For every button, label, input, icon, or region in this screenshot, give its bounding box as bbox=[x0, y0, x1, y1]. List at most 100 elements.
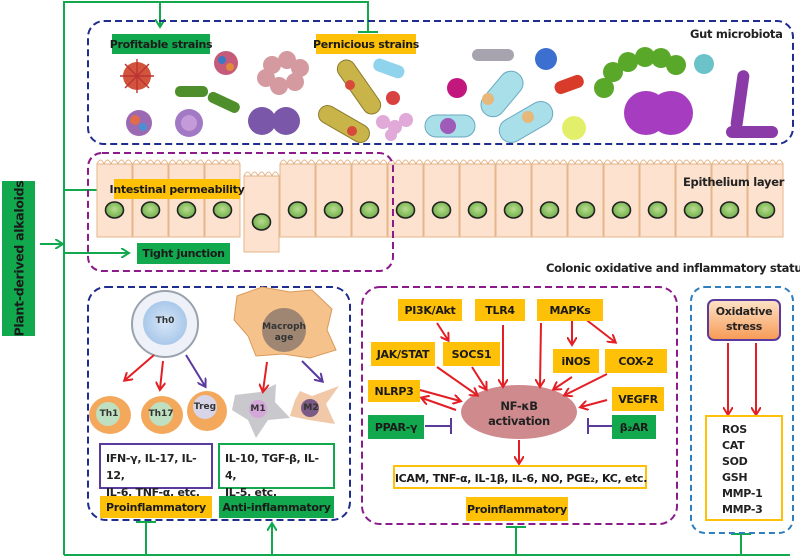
nfkb-region bbox=[361, 286, 678, 525]
cell-nucleus bbox=[251, 213, 272, 231]
microvilli bbox=[96, 159, 133, 166]
microvilli bbox=[639, 159, 676, 166]
microvilli bbox=[315, 159, 352, 166]
marker-mmp3: MMP-3 bbox=[722, 503, 763, 516]
cell-nucleus bbox=[212, 201, 233, 219]
cell-nucleus bbox=[575, 201, 596, 219]
microvilli bbox=[387, 159, 424, 166]
tight-junction-label: Tight junction bbox=[137, 243, 230, 264]
cell-nucleus bbox=[539, 201, 560, 219]
oxidative-arrows bbox=[728, 343, 756, 414]
marker-sod: SOD bbox=[722, 455, 748, 468]
th17-cell bbox=[141, 396, 183, 434]
tlr4-node: TLR4 bbox=[475, 299, 525, 321]
epithelium-layer-title: Epithelium layer bbox=[683, 175, 785, 189]
th0-cell bbox=[131, 290, 199, 358]
epithelial-cell bbox=[603, 163, 640, 238]
nfkb-arrows bbox=[420, 317, 615, 463]
cell-nucleus bbox=[140, 201, 161, 219]
pro-cytokines-text: IFN-γ, IL-17, IL-12, IL-6, TNF-α, etc. bbox=[100, 445, 214, 499]
marker-ros: ROS bbox=[722, 423, 747, 436]
alkaloid-connector-lines bbox=[40, 1, 790, 556]
epithelial-cell bbox=[243, 175, 280, 253]
macrophage-text: Macroph age bbox=[262, 322, 306, 343]
marker-gsh: GSH bbox=[722, 471, 748, 484]
microvilli bbox=[204, 159, 241, 166]
nfkb-line2: activation bbox=[488, 414, 550, 428]
pro-cytokine-box bbox=[99, 443, 213, 489]
epithelial-cell bbox=[639, 163, 676, 238]
oxidative-stress-label: Oxidative stress bbox=[708, 304, 780, 334]
profitable-strains-label: Profitable strains bbox=[110, 34, 213, 54]
nfkb-inhibitors bbox=[425, 418, 612, 434]
pi3k-akt-node: PI3K/Akt bbox=[398, 299, 462, 321]
anti-cytokine-box bbox=[218, 443, 335, 489]
epithelial-cell bbox=[423, 163, 460, 238]
macrophage-cell bbox=[233, 286, 337, 359]
cox2-node: COX-2 bbox=[605, 349, 667, 373]
microvilli bbox=[459, 159, 496, 166]
cell-nucleus bbox=[176, 201, 197, 219]
cell-nucleus bbox=[755, 201, 776, 219]
cell-nucleus bbox=[611, 201, 632, 219]
cell-nucleus bbox=[503, 201, 524, 219]
anti-cytokines-line1: IL-10, TGF-β, IL-4, bbox=[225, 452, 319, 482]
cell-nucleus bbox=[683, 201, 704, 219]
nfkb-line1: NF-κB bbox=[500, 399, 538, 413]
cell-nucleus bbox=[104, 201, 125, 219]
anti-cytokines-text: IL-10, TGF-β, IL-4, IL-5, etc. bbox=[219, 445, 335, 499]
microvilli bbox=[603, 159, 640, 166]
epithelium-cells bbox=[96, 159, 784, 253]
immune-arrows bbox=[125, 354, 322, 391]
epithelial-cell bbox=[351, 163, 388, 238]
m2-cell bbox=[290, 386, 339, 424]
immune-region bbox=[87, 286, 351, 521]
microbe-illustrations bbox=[120, 47, 778, 143]
epithelial-cell bbox=[279, 163, 316, 238]
microvilli bbox=[495, 159, 532, 166]
marker-cat: CAT bbox=[722, 439, 745, 452]
anti-cytokines-line2: IL-5, etc. bbox=[225, 486, 277, 499]
cell-nucleus bbox=[323, 201, 344, 219]
vegfr-node: VEGFR bbox=[612, 387, 664, 411]
epithelial-cell bbox=[531, 163, 568, 238]
treg-label: Treg bbox=[193, 402, 217, 412]
socs1-node: SOCS1 bbox=[443, 342, 500, 366]
microvilli bbox=[351, 159, 388, 166]
nfkb-activation-label: NF-κB activation bbox=[479, 399, 559, 429]
epithelial-cell bbox=[204, 163, 241, 238]
th0-label: Th0 bbox=[155, 316, 175, 326]
cell-nucleus bbox=[719, 201, 740, 219]
gut-microbiota-title: Gut microbiota bbox=[690, 27, 783, 41]
microvilli bbox=[675, 159, 712, 166]
intestinal-permeability-label: Intestinal permeability bbox=[110, 179, 245, 199]
mapks-node: MAPKs bbox=[537, 299, 603, 321]
m2-label: M2 bbox=[303, 403, 319, 413]
epithelial-cell bbox=[96, 163, 133, 238]
epithelial-cell bbox=[315, 163, 352, 238]
microvilli bbox=[243, 171, 280, 178]
epithelial-cell bbox=[168, 163, 205, 238]
oxidative-stress-node bbox=[707, 299, 781, 341]
epithelial-cell bbox=[495, 163, 532, 238]
pro-cytokines-line1: IFN-γ, IL-17, IL-12, bbox=[106, 452, 197, 482]
oxidative-markers-list: ROS CAT SOD GSH MMP-1 MMP-3 bbox=[722, 422, 763, 518]
epithelial-cell bbox=[747, 163, 784, 238]
pro-cytokines-line2: IL-6, TNF-α, etc. bbox=[106, 486, 200, 499]
microvilli bbox=[531, 159, 568, 166]
nfkb-proinflammatory-label: Proinflammatory bbox=[466, 497, 568, 521]
gut-microbiota-region bbox=[87, 20, 794, 145]
marker-mmp1: MMP-1 bbox=[722, 487, 763, 500]
cell-nucleus bbox=[467, 201, 488, 219]
immune-proinflammatory-label: Proinflammatory bbox=[100, 496, 212, 518]
ppar-gamma-node: PPAR-γ bbox=[368, 415, 424, 439]
plant-derived-alkaloids-text: Plant-derived alkaloids bbox=[11, 180, 27, 337]
colonic-status-title: Colonic oxidative and inflammatory statu… bbox=[546, 261, 800, 275]
cell-nucleus bbox=[359, 201, 380, 219]
oxidative-line1: Oxidative bbox=[715, 305, 773, 318]
microvilli bbox=[279, 159, 316, 166]
cell-nucleus bbox=[431, 201, 452, 219]
microvilli bbox=[423, 159, 460, 166]
nfkb-node bbox=[461, 385, 577, 439]
